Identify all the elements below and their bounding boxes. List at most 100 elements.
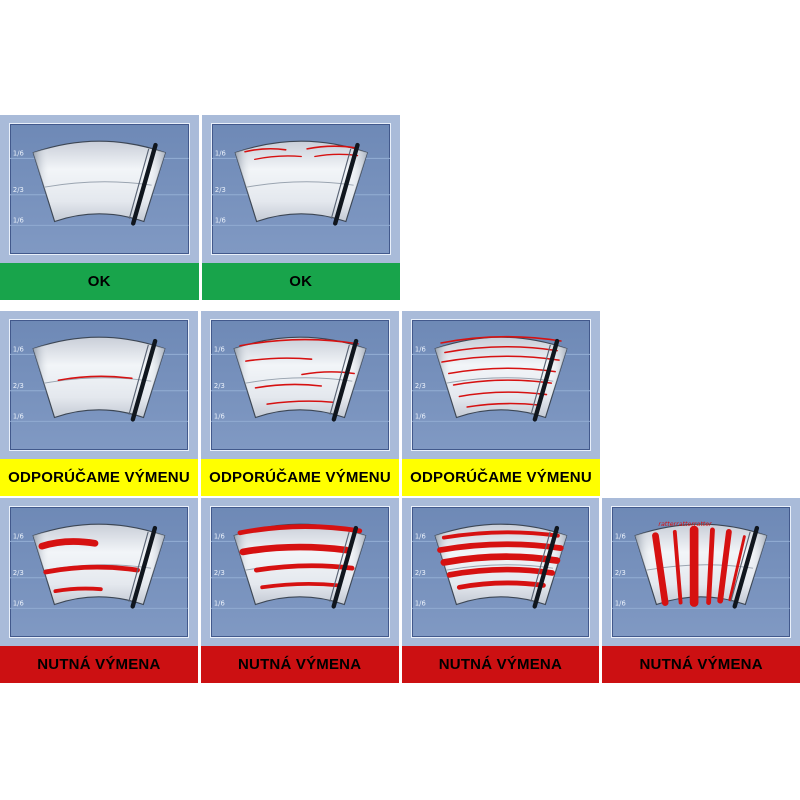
wear-streak <box>446 566 555 578</box>
wiper-blade <box>331 525 358 609</box>
windshield-screen: 1/6 2/3 1/6 <box>9 123 190 255</box>
wiper-blade <box>331 338 359 422</box>
wear-streak <box>466 402 541 408</box>
wear-streak <box>38 538 99 550</box>
windshield-illustration: 1/6 2/3 1/6 <box>10 140 189 226</box>
windshield-screen: 1/6 2/3 1/6 <box>411 319 591 451</box>
windshield-illustration: 1/6 2/3 1/6 <box>10 523 188 609</box>
windshield-panel: 1/6 2/3 1/6 <box>402 311 600 459</box>
zone-label: 1/6 <box>214 599 225 607</box>
wear-cell: 1/6 2/3 1/6 NUTNÁ VÝMENA <box>200 498 399 683</box>
windshield-panel: 1/6 2/3 1/6 <box>201 311 399 459</box>
status-label: NUTNÁ VÝMENA <box>438 656 562 673</box>
windshield-screen: 1/6 2/3 1/6 <box>9 319 189 451</box>
zone-label: 1/6 <box>13 217 24 225</box>
wear-cell: 1/6 2/3 1/6 NUTNÁ VÝMENA <box>0 498 198 683</box>
wear-streak <box>254 383 323 389</box>
status-bar: NUTNÁ VÝMENA <box>200 646 399 683</box>
wear-cell: 1/6 2/3 1/6 NUTNÁ VÝMENA <box>401 498 600 683</box>
row-recommend: 1/6 2/3 1/6 ODPORÚČAME VÝMENU <box>0 311 600 496</box>
wear-streak <box>57 375 133 381</box>
wipe-arc-line <box>446 564 553 571</box>
wear-streak <box>436 541 564 553</box>
wear-streak <box>440 335 562 344</box>
windshield-illustration: 1/6 2/3 1/6 <box>10 336 188 422</box>
wear-streak <box>728 535 747 602</box>
zone-label: 2/3 <box>414 569 425 577</box>
windshield-screen: 1/6 2/3 1/6 <box>9 506 189 638</box>
streaks <box>652 525 747 607</box>
zone-label: 1/6 <box>214 412 225 420</box>
windshield-panel: 1/6 2/3 1/6 <box>0 115 199 263</box>
zone-label: 1/6 <box>13 150 24 158</box>
status-bar: OK <box>201 263 400 300</box>
wear-top-text: ratterratterratter <box>659 520 713 528</box>
wiper-arm <box>530 344 551 415</box>
wiper-blade <box>332 142 360 226</box>
wiper-blade <box>532 338 560 422</box>
zone-label: 2/3 <box>214 382 225 390</box>
status-bar: ODPORÚČAME VÝMENU <box>0 459 198 496</box>
zone-label: 1/6 <box>13 533 24 541</box>
wear-streak <box>237 524 362 536</box>
zone-label: 2/3 <box>13 382 24 390</box>
wiper-arm <box>128 531 149 602</box>
row-ok: 1/6 2/3 1/6 OK <box>0 115 400 300</box>
wear-streak <box>444 345 558 354</box>
wipe-arc-line <box>245 377 353 384</box>
status-label: NUTNÁ VÝMENA <box>238 656 362 673</box>
status-bar: NUTNÁ VÝMENA <box>602 646 800 683</box>
wear-cell: 1/6 2/3 1/6 ratterratterratter NUTNÁ VÝM… <box>602 498 800 683</box>
windshield-screen: 1/6 2/3 1/6 <box>210 123 391 255</box>
zone-label: 1/6 <box>13 346 24 354</box>
zone-label: 1/6 <box>214 150 225 158</box>
windshield-illustration: 1/6 2/3 1/6 <box>411 523 590 609</box>
zone-label: 2/3 <box>13 569 24 577</box>
wear-cell: 1/6 2/3 1/6 OK <box>201 115 400 300</box>
wear-streak <box>253 155 302 161</box>
streaks <box>436 530 564 590</box>
streaks <box>440 335 562 408</box>
windshield-panel: 1/6 2/3 1/6 <box>0 498 198 646</box>
zone-label: 2/3 <box>214 186 225 194</box>
wear-streak <box>53 586 103 594</box>
wear-streak <box>439 553 560 566</box>
status-label: NUTNÁ VÝMENA <box>37 656 161 673</box>
wipe-arc-line <box>44 377 152 384</box>
zone-label: 1/6 <box>214 217 225 225</box>
streaks <box>243 145 358 161</box>
streaks <box>38 538 140 594</box>
zone-label: 1/6 <box>615 599 626 607</box>
windshield-illustration: 1/6 2/3 1/6 <box>210 523 389 609</box>
wear-streak <box>243 147 287 153</box>
windshield-screen: 1/6 2/3 1/6 <box>209 506 390 638</box>
wear-streak <box>260 581 341 590</box>
zone-label: 2/3 <box>214 569 225 577</box>
wiper-blade <box>131 142 158 226</box>
status-bar: ODPORÚČAME VÝMENU <box>402 459 600 496</box>
windshield-screen: 1/6 2/3 1/6 <box>410 506 591 638</box>
wipe-arc-line <box>246 181 354 188</box>
wear-streak <box>441 530 560 540</box>
wear-streak <box>239 338 359 347</box>
wiper-blade <box>130 525 158 609</box>
wiper-arm <box>529 531 551 602</box>
wiper-arm <box>329 531 350 602</box>
status-label: OK <box>87 273 111 290</box>
wear-streak <box>301 371 355 376</box>
wear-streak <box>305 145 356 150</box>
status-bar: NUTNÁ VÝMENA <box>0 646 198 683</box>
windshield-panel: 1/6 2/3 1/6 <box>0 311 198 459</box>
wiper-arm <box>128 148 150 219</box>
wear-streak <box>706 527 716 605</box>
status-label: ODPORÚČAME VÝMENU <box>410 469 592 486</box>
zone-label: 1/6 <box>414 599 425 607</box>
wiper-arm <box>730 531 751 602</box>
wear-streak <box>43 564 140 575</box>
zone-label: 1/6 <box>214 533 225 541</box>
wear-streak <box>239 543 350 556</box>
wipe-arc-line <box>446 377 554 384</box>
zone-label: 1/6 <box>615 533 626 541</box>
wiper-blade <box>130 338 158 422</box>
